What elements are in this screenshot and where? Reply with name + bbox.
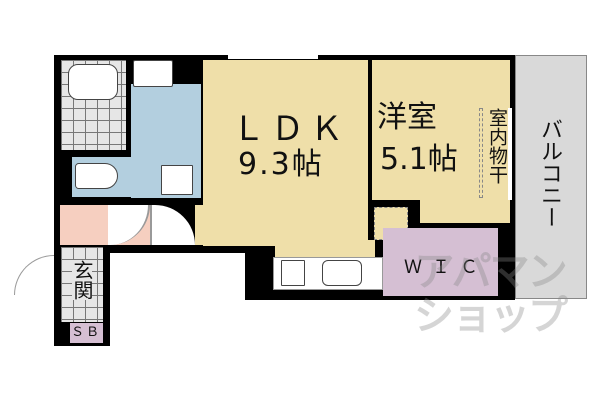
wic-label: ＷＩＣ	[404, 257, 488, 278]
front-door-icon	[14, 255, 54, 295]
stove-icon	[281, 260, 305, 286]
shoe-box	[70, 323, 103, 343]
wic-room	[383, 228, 498, 296]
entrance-label: 玄関	[70, 260, 94, 300]
drying-label: 室内物干	[486, 108, 508, 184]
western-room	[372, 60, 510, 200]
toilet-icon	[75, 163, 118, 189]
western-room-size: 5.1帖	[380, 142, 458, 177]
balcony-label: バルコニー	[537, 118, 562, 228]
drying-rod	[479, 108, 483, 198]
ldk-size: 9.3帖	[238, 147, 324, 182]
sink-icon	[322, 260, 362, 286]
watermark-logo: アパマンショップ	[414, 249, 568, 339]
washing-machine-icon	[161, 165, 193, 195]
window	[508, 108, 512, 200]
western-room-label: 洋室	[377, 100, 437, 135]
ldk-room	[203, 60, 368, 246]
balcony	[515, 55, 587, 299]
bathtub-icon	[68, 64, 118, 100]
window	[228, 55, 318, 59]
shoe-box-label: ＳＢ	[71, 325, 102, 340]
washbasin-icon	[133, 60, 173, 87]
ldk-label: ＬＤＫ	[232, 109, 349, 148]
